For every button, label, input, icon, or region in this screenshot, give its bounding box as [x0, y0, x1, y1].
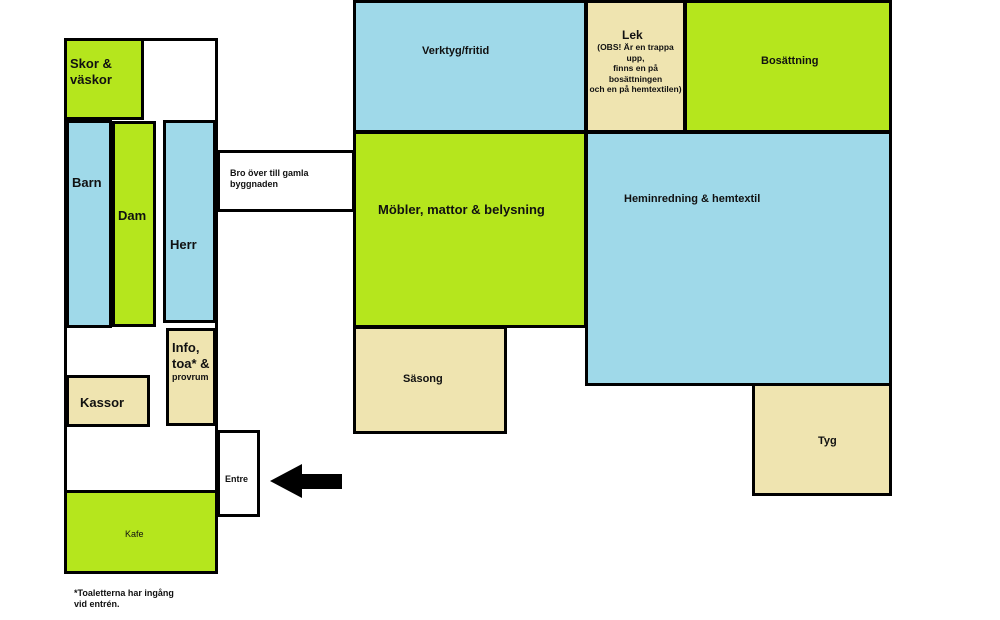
- room-mobler-label: Möbler, mattor & belysning: [378, 202, 545, 217]
- room-bosattning-label: Bosättning: [761, 55, 819, 67]
- room-kafe-label: Kafe: [125, 529, 144, 539]
- bridge-to-old-building: [217, 150, 355, 212]
- bridge-label: Bro över till gamla byggnaden: [230, 168, 309, 189]
- room-tyg-label: Tyg: [818, 435, 837, 447]
- room-lek-label: Lek: [622, 28, 643, 42]
- room-kassor: [66, 375, 150, 427]
- room-lek: [585, 0, 686, 133]
- room-heminredning-hemtextil: [585, 131, 892, 386]
- room-barn: [66, 120, 112, 328]
- room-skor-vaskor: [64, 38, 144, 120]
- room-dam-label: Dam: [118, 208, 147, 223]
- room-tyg: [752, 383, 892, 496]
- room-lek-note: (OBS! Är en trappa upp, finns en på bosä…: [589, 42, 682, 94]
- room-kassor-label: Kassor: [80, 395, 125, 410]
- room-info-label: Info, toa* &: [172, 340, 210, 371]
- room-verktyg-fritid-label: Verktyg/fritid: [422, 45, 490, 57]
- room-dam: [112, 121, 156, 327]
- room-barn-label: Barn: [72, 175, 102, 190]
- room-provrum-label: provrum: [172, 372, 209, 382]
- room-sasong-label: Säsong: [403, 373, 443, 385]
- room-verktyg-fritid: [353, 0, 587, 133]
- room-info-toa-provrum: [166, 328, 216, 426]
- room-heminredning-label: Heminredning & hemtextil: [624, 193, 761, 205]
- room-entre: [217, 430, 260, 517]
- room-herr-label: Herr: [170, 237, 197, 252]
- room-entre-label: Entre: [225, 474, 249, 484]
- room-skor-vaskor-label: Skor & väskor: [70, 56, 112, 87]
- entrance-arrow-icon: [270, 464, 342, 498]
- room-sasong: [353, 326, 507, 434]
- room-bosattning: [684, 0, 892, 133]
- room-kafe: [64, 490, 218, 574]
- room-herr: [163, 120, 216, 323]
- footnote: *Toaletterna har ingång vid entrén.: [74, 588, 174, 609]
- room-mobler-mattor-belysning: [353, 131, 587, 328]
